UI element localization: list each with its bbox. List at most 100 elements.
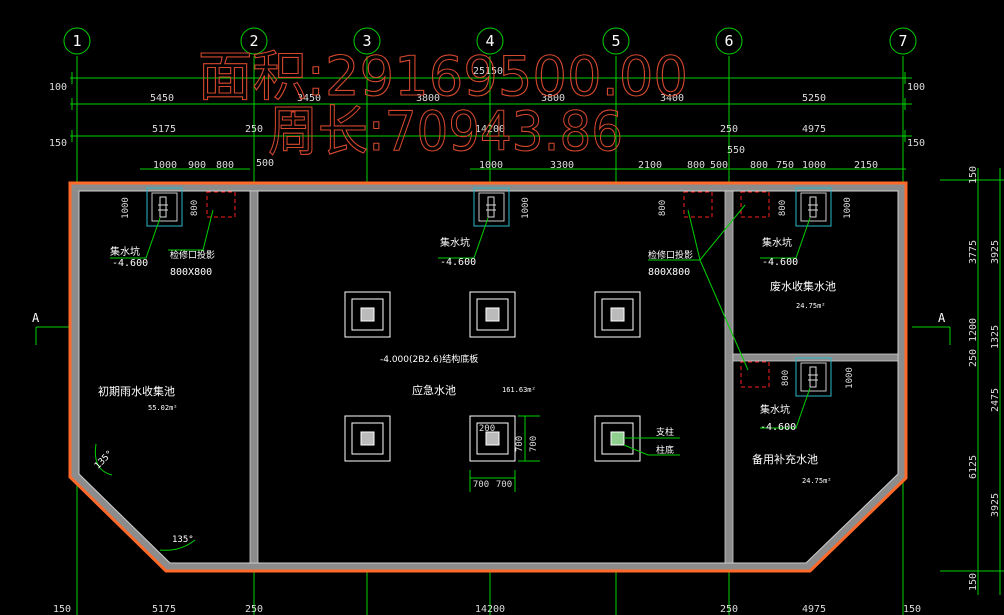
dim-row2-0: 5450 (150, 93, 174, 104)
dim-row3-4: 4975 (802, 124, 826, 135)
dim-bottom-2: 250 (245, 604, 263, 615)
access-opening-left (206, 191, 236, 218)
outer-wall-inner (78, 190, 899, 564)
dim-local-right-1: 750 (776, 160, 794, 171)
inner-wall-6 (724, 190, 734, 564)
dim-bottom-3: 14200 (475, 604, 505, 615)
axis-label-4: 4 (485, 32, 494, 50)
axis-label-2: 2 (249, 32, 258, 50)
pit-dim-center-1000: 1000 (521, 197, 531, 219)
bottom-dims: 150 5175 250 14200 250 4975 150 (53, 604, 921, 615)
dim-right-7: 6125 (968, 455, 979, 479)
dim-local-mid-3: 800 (687, 160, 705, 171)
dim-local-left-2: 800 (216, 160, 234, 171)
pit-dim-left-1000: 1000 (121, 197, 131, 219)
dim-local-right-3: 2150 (854, 160, 878, 171)
dim-top-total: 25150 (473, 66, 503, 77)
dim-row2-2: 3800 (416, 93, 440, 104)
access-opening-center (683, 191, 713, 218)
axis-bubble-5 (602, 27, 630, 55)
label-access-size-center: 800X800 (648, 267, 690, 278)
dim-right-8: 3925 (990, 493, 1001, 517)
dim-bottom-4: 250 (720, 604, 738, 615)
column-dims: 200 700 700 700 700 (473, 424, 539, 490)
dim-local-mid-0: 1000 (479, 160, 503, 171)
axis-label-1: 1 (72, 32, 81, 50)
outer-wall (68, 181, 908, 573)
dim-local-right-2: 1000 (802, 160, 826, 171)
axis-label-3: 3 (362, 32, 371, 50)
label-pool-tr-area: 24.75m² (796, 302, 826, 310)
dim-right-6: 2475 (990, 388, 1001, 412)
dim-local-550: 550 (727, 145, 745, 156)
column-5 (469, 415, 516, 462)
axis-bubble-1 (63, 27, 91, 55)
label-sump-left: 集水坑 (110, 245, 140, 258)
col-dim-700-d: 700 (529, 436, 539, 452)
sump-pit-center (473, 187, 510, 227)
dim-local-500: 500 (256, 158, 274, 169)
pit-dim-center-800: 800 (658, 200, 668, 216)
column-4 (344, 415, 391, 462)
col-dim-700-b: 700 (496, 480, 512, 490)
col-dim-700-c: 700 (515, 436, 525, 452)
col-dim-200: 200 (479, 424, 495, 434)
dim-edge-150-left: 150 (49, 138, 67, 149)
label-sump-level-center: -4.600 (440, 257, 476, 268)
label-pool-left-area: 55.02m² (148, 404, 178, 412)
sump-pit-tr (795, 187, 832, 227)
dim-local-left-1: 900 (188, 160, 206, 171)
right-side-dims: 150 3775 3925 1200 1325 250 2475 6125 39… (968, 166, 1001, 591)
dim-bottom-6: 150 (903, 604, 921, 615)
dim-row2-3: 3800 (541, 93, 565, 104)
dim-right-5: 250 (968, 349, 979, 367)
label-pool-br-area: 24.75m² (802, 477, 832, 485)
axis-bubble-3 (353, 27, 381, 55)
label-pool-left: 初期雨水收集池 (98, 384, 175, 398)
axis-bubble-4 (476, 27, 504, 55)
axis-label-7: 7 (898, 32, 907, 50)
leader-lines (94, 204, 811, 551)
access-openings (206, 191, 770, 388)
column-3 (594, 291, 641, 338)
label-pool-center-area: 161.63m² (502, 386, 536, 394)
label-column-base: 柱底 (656, 444, 674, 456)
dim-row3-1: 250 (245, 124, 263, 135)
dim-right-1: 3775 (968, 240, 979, 264)
sump-pits (146, 187, 832, 397)
label-access-center: 检修口投影 (648, 249, 693, 261)
axis-label-6: 6 (724, 32, 733, 50)
label-pool-br: 备用补充水池 (752, 452, 818, 466)
sump-pit-br (795, 357, 832, 397)
label-angle-2: 135° (172, 535, 194, 545)
columns (344, 291, 641, 462)
dim-bottom-0: 150 (53, 604, 71, 615)
label-sump-br: 集水坑 (760, 403, 790, 416)
dim-edge-100-right: 100 (907, 82, 925, 93)
label-sump-level-br: -4.600 (760, 422, 796, 433)
column-1 (344, 291, 391, 338)
dim-right-0: 150 (968, 166, 979, 184)
access-opening-br (740, 361, 770, 388)
dimension-texts: 25150 100 100 5450 3450 3800 3800 3400 5… (49, 66, 925, 344)
dim-local-mid-4: 500 (710, 160, 728, 171)
column-2 (469, 291, 516, 338)
dim-right-9: 150 (968, 573, 979, 591)
label-sump-level-left: -4.600 (112, 258, 148, 269)
overlay-perimeter: 周长:70943.86 (268, 100, 623, 163)
measurement-overlay: 面积:29169500.00 周长:70943.86 (197, 44, 688, 163)
access-opening-tr (740, 191, 770, 218)
dim-row2-5: 5250 (802, 93, 826, 104)
dim-row3-0: 5175 (152, 124, 176, 135)
axis-bubble-6 (715, 27, 743, 55)
dim-right-3: 1200 (968, 318, 979, 342)
dim-edge-100-left: 100 (49, 82, 67, 93)
column-dim-lines (469, 415, 540, 492)
pit-dims: 1000 800 1000 800 800 1000 800 1000 (121, 197, 855, 389)
label-access-left: 检修口投影 (170, 249, 215, 261)
dim-row2-1: 3450 (297, 93, 321, 104)
label-column: 支柱 (656, 426, 674, 438)
dim-bottom-5: 4975 (802, 604, 826, 615)
dim-local-right-0: 800 (750, 160, 768, 171)
